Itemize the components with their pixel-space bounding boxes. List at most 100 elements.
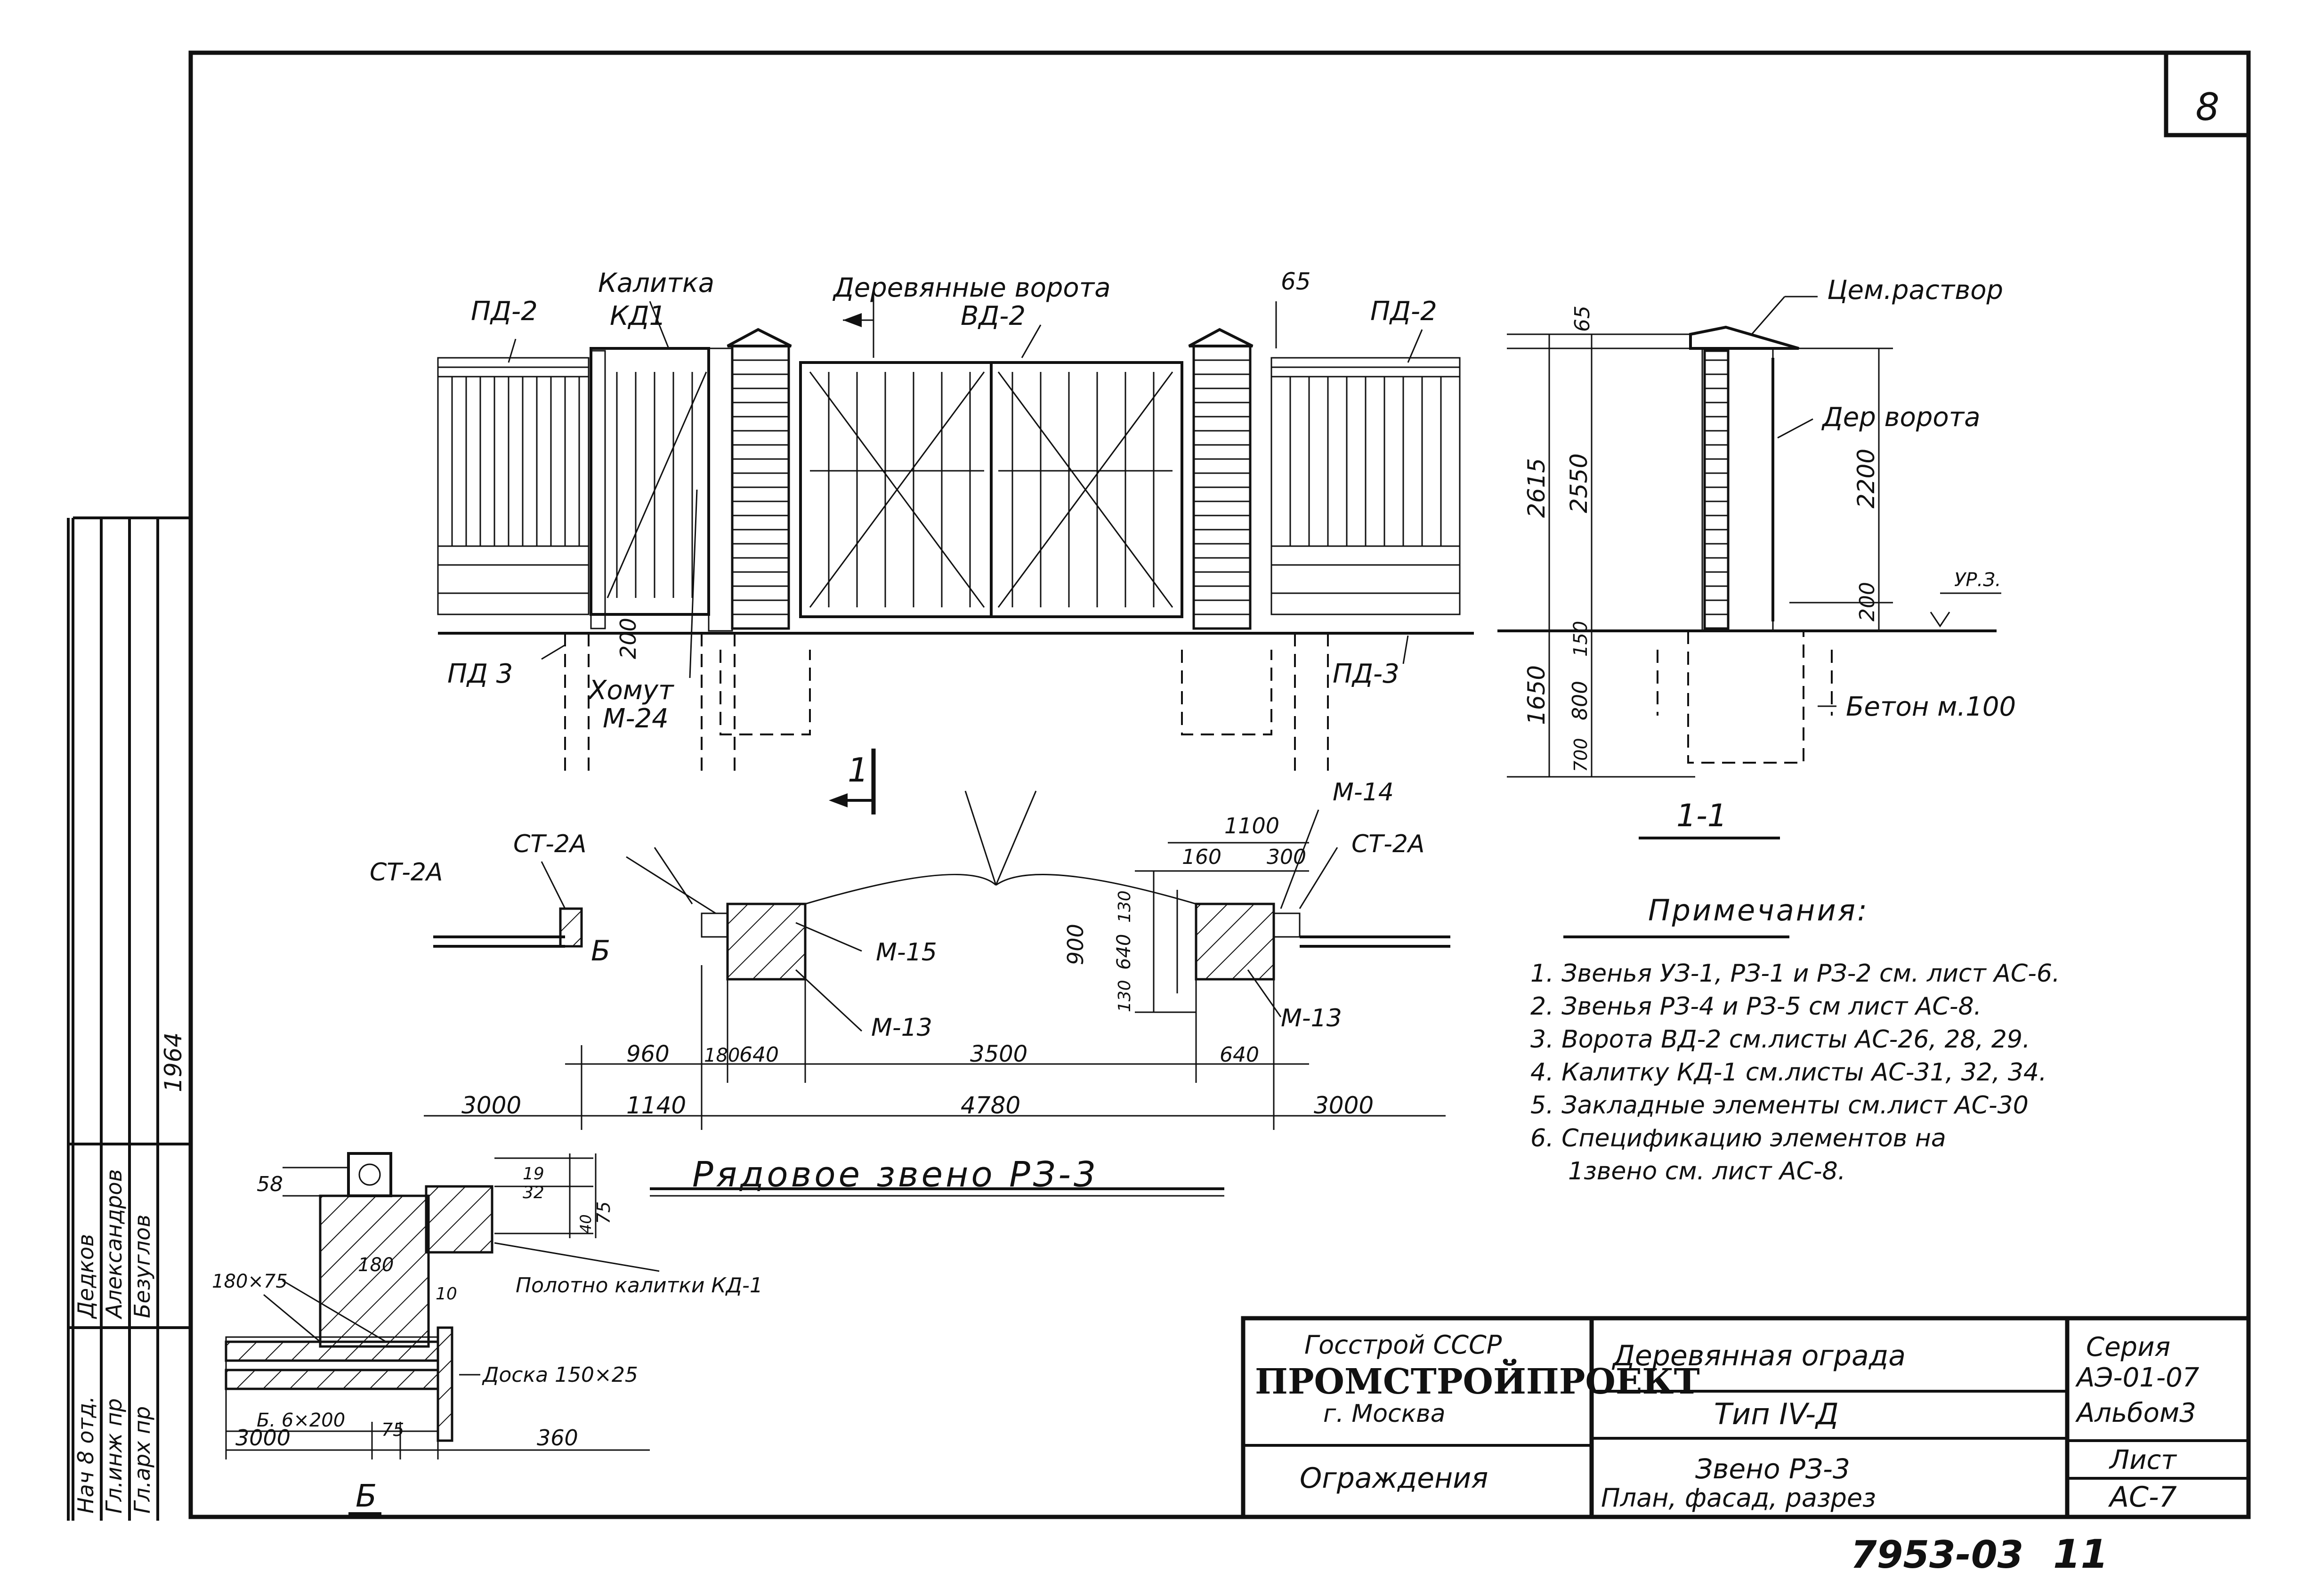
titleblock-city: г. Москва (1323, 1400, 1446, 1428)
dim-32: 32 (523, 1183, 544, 1202)
note-item-2: 2. Звенья РЗ-4 и РЗ-5 см лист АС-8. (1530, 992, 1982, 1021)
dim-75-vertical: 75 (593, 1201, 614, 1224)
dim-1650: 1650 (1523, 665, 1550, 725)
signature-name-1: Дедков (73, 1234, 98, 1319)
st2a-right-label: СТ-2А (1351, 830, 1425, 858)
gate-code: ВД-2 (961, 301, 1026, 331)
dim-900: 900 (1063, 924, 1088, 965)
dim-58: 58 (257, 1172, 283, 1196)
note-item-6: 6. Спецификацию элементов на (1530, 1124, 1946, 1153)
m13-left-label: М-13 (871, 1014, 932, 1042)
section-mortar-label: Цем.раствор (1827, 275, 2003, 306)
dim-640v: 640 (1113, 934, 1135, 970)
page-number: 8 (2196, 85, 2220, 129)
st2a-left-label: СТ-2А (513, 830, 587, 858)
dim-360: 360 (537, 1425, 578, 1451)
canvas-label: Полотно калитки КД-1 (516, 1274, 763, 1298)
dim-800: 800 (1568, 681, 1592, 720)
signature-role-1: Нач 8 отд. (73, 1396, 98, 1514)
pd2-right-label: ПД-2 (1370, 296, 1437, 327)
wicket-code: КД1 (610, 301, 666, 331)
sheet-code: АС-7 (2108, 1481, 2177, 1514)
dim-640b: 640 (1220, 1043, 1259, 1067)
dim-2200: 2200 (1852, 449, 1880, 508)
titleblock-name: Деревянная ограда (1611, 1339, 1906, 1372)
page-number-box: 8 (2164, 50, 2251, 137)
note-item-1: 1. Звенья УЗ-1, РЗ-1 и РЗ-2 см. лист АС-… (1530, 959, 2060, 988)
dim-180: 180 (704, 1045, 740, 1066)
album-label: Альбом3 (2075, 1398, 2196, 1428)
dim-180x75: 180×75 (212, 1271, 288, 1292)
signature-name-2: Александров (101, 1169, 127, 1320)
note-item-4: 4. Калитку КД-1 см.листы АС-31, 32, 34. (1530, 1058, 2047, 1087)
dim-700: 700 (1570, 738, 1591, 772)
titleblock-section: Ограждения (1300, 1462, 1488, 1495)
dim-75-horizontal: 75 (381, 1419, 404, 1440)
titleblock-type: Тип IV-Д (1714, 1397, 1839, 1431)
section-gate-note: Дер ворота (1821, 402, 1981, 433)
m13-right-label: М-13 (1281, 1004, 1342, 1032)
dim-130a: 130 (1115, 890, 1134, 923)
dim-40: 40 (577, 1214, 595, 1233)
archive-sheet: 11 (2053, 1531, 2108, 1577)
titleblock-sub1: Звено РЗ-3 (1695, 1453, 1850, 1485)
facade-view: 1 Калитка КД1 Деревянные ворота ВД-2 ПД-… (437, 268, 1474, 814)
board-label: Доска 150×25 (482, 1363, 638, 1387)
plan-title: Рядовое звено РЗ-3 (692, 1154, 1099, 1195)
signature-role-3: Гл.арх пр (129, 1406, 155, 1514)
note-item-7: 1звено см. лист АС-8. (1568, 1157, 1845, 1185)
series-code: АЭ-01-07 (2075, 1362, 2200, 1393)
dim-130b: 130 (1115, 980, 1134, 1012)
detail-b: 58 19 32 75 40 180×75 180 10 Полотно кал… (212, 1152, 763, 1515)
pd2-left-label: ПД-2 (471, 296, 538, 327)
dim-4780: 4780 (961, 1092, 1020, 1119)
dim-65: 65 (1570, 306, 1594, 332)
level-mark: УР.З. (1954, 569, 2001, 591)
titleblock-sub2: План, фасад, разрез (1601, 1483, 1876, 1513)
b-mark: Б (591, 935, 610, 967)
dim-1140: 1140 (626, 1092, 686, 1119)
series-label: Серия (2086, 1332, 2170, 1362)
dim-3000-detail: 3000 (235, 1425, 291, 1451)
dim-65-facade: 65 (1281, 268, 1311, 295)
st2a-mid-label: СТ-2А (370, 858, 443, 887)
signature-name-3: Безуглов (129, 1215, 155, 1318)
bar-label: Б. 6×200 (257, 1410, 345, 1431)
archive-number: 7953-03 11 (1851, 1531, 2108, 1577)
pd3-left-label: ПД 3 (447, 659, 513, 689)
dim-960: 960 (626, 1041, 670, 1067)
m14-label: М-14 (1333, 778, 1394, 806)
detail-title: Б (356, 1478, 377, 1514)
sheet-label: Лист (2109, 1445, 2177, 1475)
dim-160: 160 (1182, 845, 1221, 869)
dim-640a: 640 (739, 1043, 779, 1067)
dim-2615: 2615 (1523, 458, 1550, 518)
clamp-code: М-24 (603, 703, 669, 734)
title-block: Госстрой СССР ПРОМСТРОЙПРОЕКТ г. Москва … (1241, 1316, 2251, 1519)
dim-200-facade: 200 (615, 618, 641, 659)
signature-role-2: Гл.инж пр (101, 1398, 127, 1514)
dim-200: 200 (1855, 582, 1879, 621)
dim-180-detail: 180 (358, 1254, 394, 1276)
note-item-3: 3. Ворота ВД-2 см.листы АС-26, 28, 29. (1530, 1025, 2030, 1054)
note-item-5: 5. Закладные элементы см.лист АС-30 (1530, 1091, 2029, 1120)
dim-300: 300 (1267, 845, 1306, 869)
titleblock-org2: ПРОМСТРОЙПРОЕКТ (1255, 1358, 1700, 1402)
sheet-frame (67, 50, 2251, 1521)
clamp-label: Хомут (587, 675, 674, 706)
notes-block: Примечания: 1. Звенья УЗ-1, РЗ-1 и РЗ-2 … (1530, 893, 2060, 1185)
section-title: 1-1 (1676, 798, 1727, 834)
section-1-1: Цем.раствор Дер ворота Бетон м.100 УР.З.… (1497, 275, 2016, 839)
m15-label: М-15 (876, 938, 937, 967)
signature-year: 1964 (160, 1032, 187, 1092)
dim-19: 19 (523, 1164, 544, 1184)
gate-label: Деревянные ворота (832, 273, 1111, 303)
dim-1100: 1100 (1224, 813, 1279, 838)
section-mark: 1 (848, 751, 869, 790)
section-concrete-label: Бетон м.100 (1846, 692, 2016, 722)
titleblock-org1: Госстрой СССР (1304, 1330, 1502, 1360)
plan-view: СТ-2А СТ-2А СТ-2А Б М-15 М-13 М-13 М-14 … (370, 778, 1450, 1197)
wicket-label: Калитка (598, 268, 714, 298)
dim-3000a: 3000 (461, 1092, 521, 1119)
